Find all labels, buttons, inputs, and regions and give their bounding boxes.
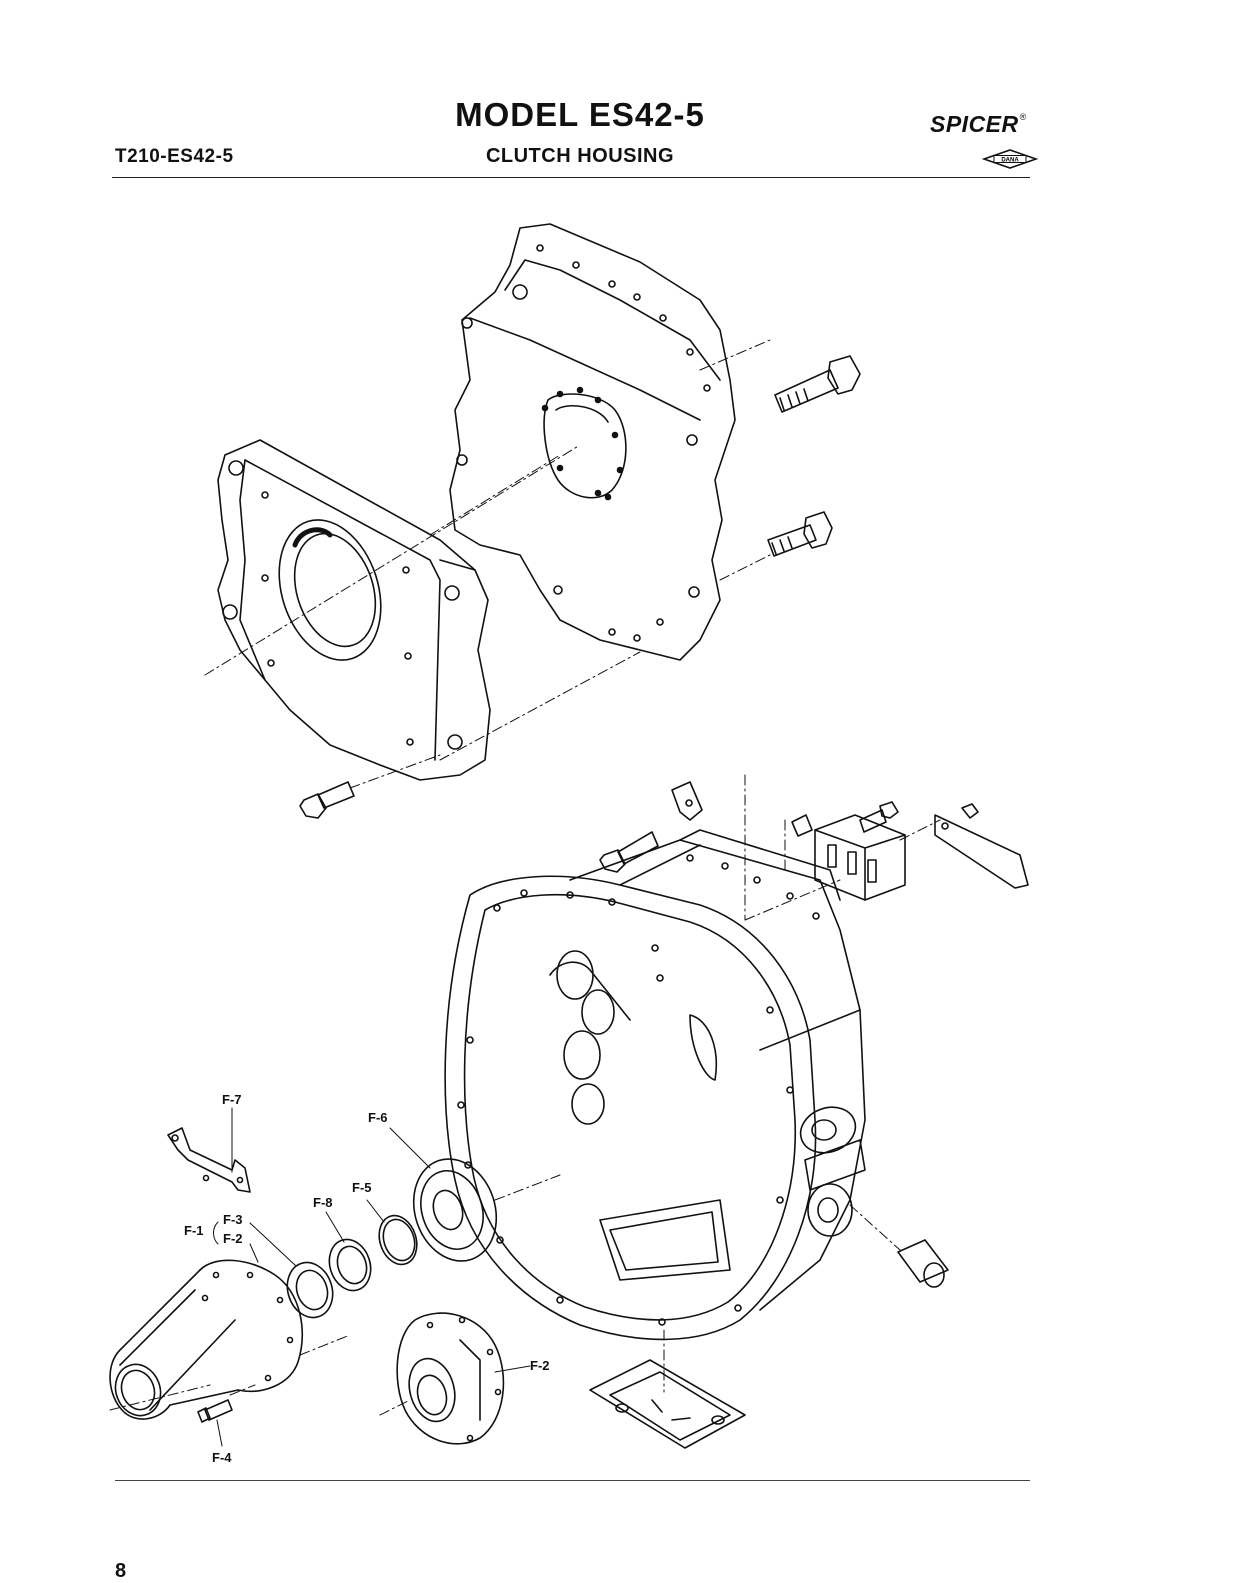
cap-screw-f4 [197,1399,233,1423]
sleeve-right [897,1239,949,1288]
alignment-lines-upper [204,339,771,789]
cap-screw-housing-top [599,831,659,873]
dana-logo-icon: DANA [982,149,1038,169]
cover-bracket [934,803,1029,889]
front-bearing-cap-f1 [109,1259,303,1420]
adapter-bolt-lower [767,511,833,557]
page-number: 8 [115,1560,127,1582]
registered-mark: ® [1019,112,1027,122]
dowel-pin-top [791,814,813,837]
vent-block [814,814,906,901]
cover-plate-bolt [299,781,355,819]
brand-name: SPICER® [930,111,1027,138]
alignment-lines-lower [109,774,941,1416]
rear-bearing-cap-f2 [396,1312,505,1445]
adapter-bolt-upper [774,355,861,413]
callout-f3: F-3 [223,1212,243,1227]
page-subtitle: CLUTCH HOUSING [485,145,675,167]
callout-f8: F-8 [313,1195,333,1210]
callout-f5: F-5 [352,1180,372,1195]
bearing-f6 [412,1158,498,1262]
inspection-cover [589,1359,746,1449]
bearing-cover-plate [217,439,491,781]
callout-f4: F-4 [212,1450,232,1465]
callout-f2-right: F-2 [530,1358,550,1373]
vent-bolt [859,801,899,833]
callout-f6: F-6 [368,1110,388,1125]
callout-f7: F-7 [222,1092,242,1107]
document-code: T210-ES42-5 [115,146,234,167]
bracket-f7 [167,1127,251,1193]
header-divider [112,177,1030,178]
spacer-f8 [328,1238,372,1292]
dana-logo-text: DANA [1001,158,1019,164]
callout-f1: F-1 [184,1223,204,1238]
footer-divider [115,1480,1030,1481]
clutch-housing [444,829,866,1341]
snap-ring-f5 [378,1214,418,1266]
callout-leaders [213,1107,531,1447]
brand-text: SPICER [930,111,1019,137]
lifting-bracket [671,781,703,821]
oil-seal-f3 [286,1261,334,1319]
engine-adapter-plate [449,223,736,661]
page-title: MODEL ES42-5 [455,96,705,133]
callout-f2-left: F-2 [223,1231,243,1246]
